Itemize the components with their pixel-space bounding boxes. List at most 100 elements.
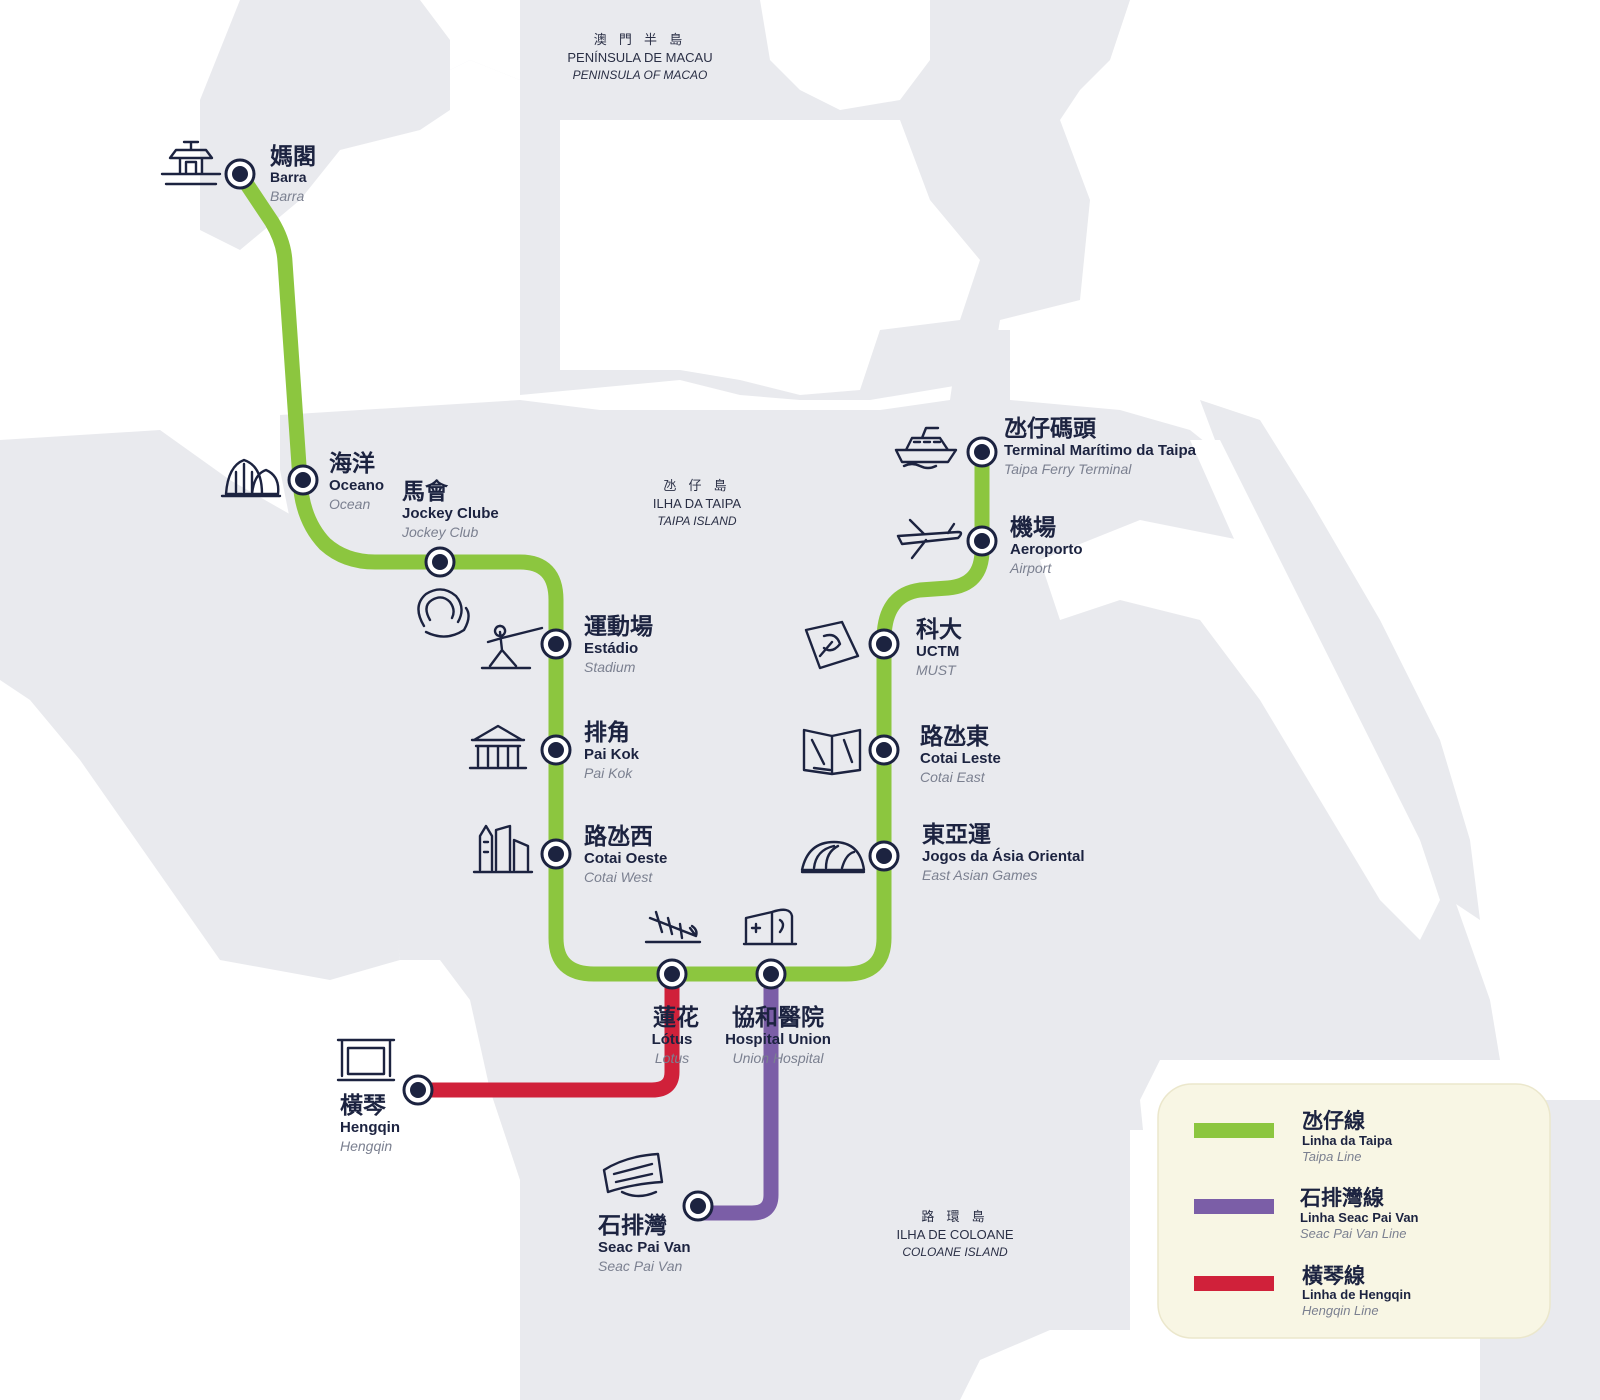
legend-swatch-taipa xyxy=(1194,1123,1274,1138)
legend-hengqin-zh: 橫琴線 xyxy=(1302,1264,1365,1288)
station-seacpaivan-pt: Seac Pai Van xyxy=(598,1239,691,1256)
station-barra-zh: 媽閣 xyxy=(270,143,316,170)
station-lotus[interactable]: 蓮花 Lótus Lotus xyxy=(652,958,699,1066)
station-hengqin-zh: 橫琴 xyxy=(340,1093,386,1119)
water-coloane-inlet xyxy=(1130,1130,1160,1330)
station-paikok-en: Pai Kok xyxy=(584,765,633,781)
region-coloane-zh: 路 環 島 xyxy=(921,1209,988,1225)
station-seacpaivan[interactable]: 石排灣 Seac Pai Van Seac Pai Van xyxy=(597,1190,714,1274)
station-jogos-en: East Asian Games xyxy=(922,867,1037,883)
fencer-icon xyxy=(480,624,544,670)
station-cotaioeste-zh: 路氹西 xyxy=(584,823,653,850)
region-macao-en: PENINSULA OF MACAO xyxy=(573,68,708,82)
station-cotaileste-pt: Cotai Leste xyxy=(920,750,1001,767)
station-uctm[interactable]: 科大 UCTM MUST xyxy=(868,617,962,678)
station-estadio-pt: Estádio xyxy=(584,640,638,657)
station-paikok-zh: 排角 xyxy=(584,719,630,746)
station-cotaioeste[interactable]: 路氹西 Cotai Oeste Cotai West xyxy=(540,823,667,885)
region-label-coloane: 路 環 島 ILHA DE COLOANE COLOANE ISLAND xyxy=(896,1209,1013,1259)
legend-taipa-zh: 氹仔線 xyxy=(1302,1109,1365,1133)
region-label-macao: 澳 門 半 島 PENÍNSULA DE MACAU PENINSULA OF … xyxy=(567,32,712,82)
taipa-line-path xyxy=(232,166,990,982)
legend-item-hengqin: 橫琴線 Linha de Hengqin Hengqin Line xyxy=(1194,1264,1411,1318)
water-top-channel xyxy=(760,0,930,110)
station-cotaioeste-en: Cotai West xyxy=(584,869,653,885)
region-macao-zh: 澳 門 半 島 xyxy=(594,32,686,48)
region-coloane-en: COLOANE ISLAND xyxy=(902,1245,1008,1259)
station-jockey-pt: Jockey Clube xyxy=(402,505,499,522)
bridge-icon xyxy=(644,910,702,944)
shells-icon xyxy=(220,458,282,498)
station-paikok[interactable]: 排角 Pai Kok Pai Kok xyxy=(540,719,640,781)
station-ferry-pt: Terminal Marítimo da Taipa xyxy=(1004,442,1197,459)
gate-icon xyxy=(336,1038,396,1082)
station-estadio[interactable]: 運動場 Estádio Stadium xyxy=(540,614,653,675)
land-hengqin-edge xyxy=(0,430,400,980)
station-oceano[interactable]: 海洋 Oceano Ocean xyxy=(287,450,384,512)
station-oceano-pt: Oceano xyxy=(329,477,384,494)
station-seacpaivan-zh: 石排灣 xyxy=(597,1213,667,1239)
seac-pai-van-line-path xyxy=(690,966,779,1221)
legend-item-seac-pai-van: 石排灣線 Linha Seac Pai Van Seac Pai Van Lin… xyxy=(1194,1186,1419,1241)
station-hengqin-en: Hengqin xyxy=(340,1138,392,1154)
station-lotus-pt: Lótus xyxy=(652,1031,693,1048)
station-cotaileste-en: Cotai East xyxy=(920,769,986,785)
temple-icon xyxy=(160,140,222,186)
water-inner-harbour xyxy=(420,0,520,80)
station-uctm-pt: UCTM xyxy=(916,643,959,660)
region-macao-pt: PENÍNSULA DE MACAU xyxy=(567,50,712,65)
region-taipa-pt: ILHA DA TAIPA xyxy=(653,496,741,511)
station-hospital-zh: 協和醫院 xyxy=(732,1004,824,1031)
station-cotaileste[interactable]: 路氹東 Cotai Leste Cotai East xyxy=(868,723,1001,785)
legend-seac-pai-van-zh: 石排灣線 xyxy=(1299,1186,1384,1210)
region-taipa-zh: 氹 仔 島 xyxy=(663,479,730,494)
station-aeroporto[interactable]: 機場 Aeroporto Airport xyxy=(966,515,1083,576)
station-uctm-en: MUST xyxy=(916,662,957,678)
legend: 氹仔線 Linha da Taipa Taipa Line 石排灣線 Linha… xyxy=(1157,1083,1551,1339)
station-hospital-en: Union Hospital xyxy=(732,1050,824,1066)
library-icon xyxy=(602,1152,664,1198)
pavilion-icon xyxy=(468,724,528,770)
legend-hengqin-en: Hengqin Line xyxy=(1302,1303,1379,1318)
station-oceano-zh: 海洋 xyxy=(329,450,375,477)
station-cotaioeste-pt: Cotai Oeste xyxy=(584,850,667,867)
station-jogos[interactable]: 東亞運 Jogos da Ásia Oriental East Asian Ga… xyxy=(868,822,1085,883)
station-hengqin-pt: Hengqin xyxy=(340,1119,400,1136)
station-lotus-zh: 蓮花 xyxy=(653,1005,699,1031)
station-jockey-en: Jockey Club xyxy=(401,524,478,540)
hengqin-line-path xyxy=(410,966,680,1098)
hospital-icon xyxy=(742,908,798,946)
open-book-icon xyxy=(802,728,862,776)
route-lines xyxy=(232,166,990,1221)
legend-taipa-en: Taipa Line xyxy=(1302,1149,1362,1164)
legend-swatch-seac-pai-van xyxy=(1194,1199,1274,1214)
station-aeroporto-pt: Aeroporto xyxy=(1010,541,1083,558)
legend-seac-pai-van-en: Seac Pai Van Line xyxy=(1300,1226,1406,1241)
station-estadio-en: Stadium xyxy=(584,659,636,675)
water-airport-gap xyxy=(1190,440,1430,880)
station-aeroporto-en: Airport xyxy=(1009,560,1052,576)
station-ferry[interactable]: 氹仔碼頭 Terminal Marítimo da Taipa Taipa Fe… xyxy=(966,415,1197,477)
station-barra-en: Barra xyxy=(270,188,304,204)
station-hengqin[interactable]: 橫琴 Hengqin Hengqin xyxy=(340,1074,434,1154)
legend-swatch-hengqin xyxy=(1194,1276,1274,1291)
airplane-icon xyxy=(896,518,963,560)
horseshoe-icon xyxy=(417,588,470,638)
station-jockey-zh: 馬會 xyxy=(402,478,449,505)
station-hospital[interactable]: 協和醫院 Hospital Union Union Hospital xyxy=(725,958,831,1066)
station-estadio-zh: 運動場 xyxy=(584,614,653,640)
station-jockey[interactable]: 馬會 Jockey Clube Jockey Club xyxy=(401,478,499,578)
legend-hengqin-pt: Linha de Hengqin xyxy=(1302,1287,1411,1302)
station-barra[interactable]: 媽閣 Barra Barra xyxy=(224,143,316,204)
legend-panel xyxy=(1157,1083,1551,1339)
station-seacpaivan-en: Seac Pai Van xyxy=(598,1258,683,1274)
station-barra-pt: Barra xyxy=(270,169,307,185)
station-paikok-pt: Pai Kok xyxy=(584,746,640,763)
station-hospital-pt: Hospital Union xyxy=(725,1031,831,1048)
region-coloane-pt: ILHA DE COLOANE xyxy=(896,1227,1013,1242)
land-macao-strip xyxy=(540,70,560,390)
station-jogos-zh: 東亞運 xyxy=(922,822,991,848)
dome-icon xyxy=(800,840,866,874)
water-nape-lake xyxy=(560,120,980,395)
